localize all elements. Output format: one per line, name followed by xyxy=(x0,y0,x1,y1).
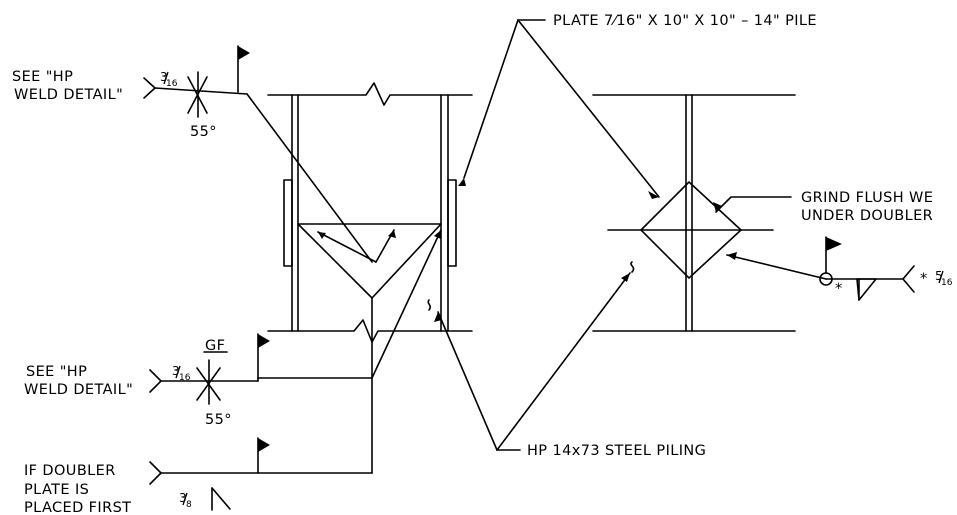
top-weld-size-denominator: 16 xyxy=(166,79,178,89)
left-side-plate xyxy=(283,179,293,267)
plate-label: PLATE 7⁄16" X 10" X 10" – 14" PILE xyxy=(553,13,817,29)
piling-label: HP 14x73 STEEL PILING xyxy=(527,443,706,459)
right-weld-symbol xyxy=(819,236,915,301)
fraction-slashes xyxy=(163,71,944,506)
if-doubler-line1: IF DOUBLER xyxy=(24,463,116,479)
top-weld-angle: 55° xyxy=(190,124,217,140)
arrowhead-piling-left xyxy=(434,312,442,322)
middle-weld-fraction-slash xyxy=(175,365,181,379)
right-weld-tail xyxy=(902,265,915,293)
grind-flush-line2: UNDER DOUBLER xyxy=(801,208,933,224)
grind-flush-line1: GRIND FLUSH WE xyxy=(801,190,933,206)
arrowhead-left-plate xyxy=(458,178,466,186)
bottom-weld-size-denominator: 8 xyxy=(186,500,192,510)
lower-leader-to-right-flange xyxy=(371,229,442,379)
diamond-doubler-plate xyxy=(640,181,742,279)
middle-weld-size-numerator: 3 xyxy=(172,364,180,378)
leader-lines xyxy=(246,19,827,451)
top-weld-tail xyxy=(143,77,156,99)
arrowhead-inner-middle xyxy=(388,230,396,238)
grind-flush-leader xyxy=(715,196,792,213)
piling-leader-left xyxy=(437,311,498,451)
if-doubler-line3: PLACED FIRST xyxy=(24,500,131,515)
middle-weld-angle: 55° xyxy=(205,412,232,428)
right-pile-elevation xyxy=(592,94,796,332)
if-doubler-line2: PLATE IS xyxy=(24,482,89,498)
plate-leader-to-diamond xyxy=(517,19,660,198)
right-weld-fillet-triangle xyxy=(856,278,877,301)
top-weld-leader xyxy=(246,93,373,263)
arrowhead-inner-left xyxy=(318,232,326,239)
right-weld-tail-mark: * xyxy=(835,281,843,297)
top-weld-symbol xyxy=(143,45,250,118)
right-weld-prefix: * xyxy=(920,271,928,287)
middle-weld-field-flag xyxy=(258,334,270,348)
bottom-weld-fraction-slash xyxy=(182,492,188,506)
inner-arrow-left xyxy=(317,231,377,263)
middle-weld-tail xyxy=(149,369,162,393)
piling-leader-right xyxy=(496,272,631,451)
weld-size-labels: 3 16 55° GF 3 16 55° 3 8 * * 5 16 xyxy=(160,70,953,510)
middle-weld-finish: GF xyxy=(205,338,225,354)
web-tilde-mark-right xyxy=(630,261,635,273)
see-hp-weld-1-line2: WELD DETAIL" xyxy=(14,87,123,103)
middle-weld-symbol xyxy=(149,333,373,405)
top-weld-fraction-slash xyxy=(163,71,169,85)
see-hp-weld-1-line1: SEE "HP xyxy=(12,69,73,85)
right-weld-size-numerator: 5 xyxy=(935,269,943,283)
see-hp-weld-2-line2: WELD DETAIL" xyxy=(24,382,133,398)
bottom-weld-bevel-a xyxy=(211,487,231,510)
right-side-plate xyxy=(447,179,457,267)
bottom-weld-size-numerator: 3 xyxy=(179,491,187,505)
right-weld-field-flag xyxy=(826,237,842,251)
left-pile-elevation xyxy=(267,82,473,343)
right-weld-size-denominator: 16 xyxy=(941,278,953,288)
arrowhead-right-flange xyxy=(434,230,441,239)
bottom-weld-tail xyxy=(149,461,162,485)
arrowhead-right-weld xyxy=(727,252,737,260)
right-weld-leader xyxy=(726,254,827,280)
left-pile-top-break-line xyxy=(267,82,473,106)
middle-weld-size-denominator: 16 xyxy=(179,373,191,383)
see-hp-weld-2-line1: SEE "HP xyxy=(26,364,87,380)
bevel-v-groove xyxy=(297,223,442,299)
arrowhead-piling-right xyxy=(621,273,630,282)
top-weld-reference-line xyxy=(154,87,248,95)
bottom-weld-field-flag xyxy=(258,438,270,452)
bottom-weld-symbol xyxy=(149,377,373,511)
top-weld-field-flag xyxy=(238,46,250,60)
arrowheads xyxy=(318,178,737,322)
right-weld-fraction-slash xyxy=(938,270,944,284)
plate-leader-to-left-plate xyxy=(463,19,519,179)
top-weld-size-numerator: 3 xyxy=(160,70,168,84)
middle-weld-reference-right xyxy=(257,377,373,382)
arrowhead-diamond xyxy=(648,191,659,199)
web-tilde-mark-left xyxy=(427,299,432,311)
arrowhead-grind-flush xyxy=(713,202,722,212)
callout-labels: SEE "HP WELD DETAIL" SEE "HP WELD DETAIL… xyxy=(12,13,933,515)
